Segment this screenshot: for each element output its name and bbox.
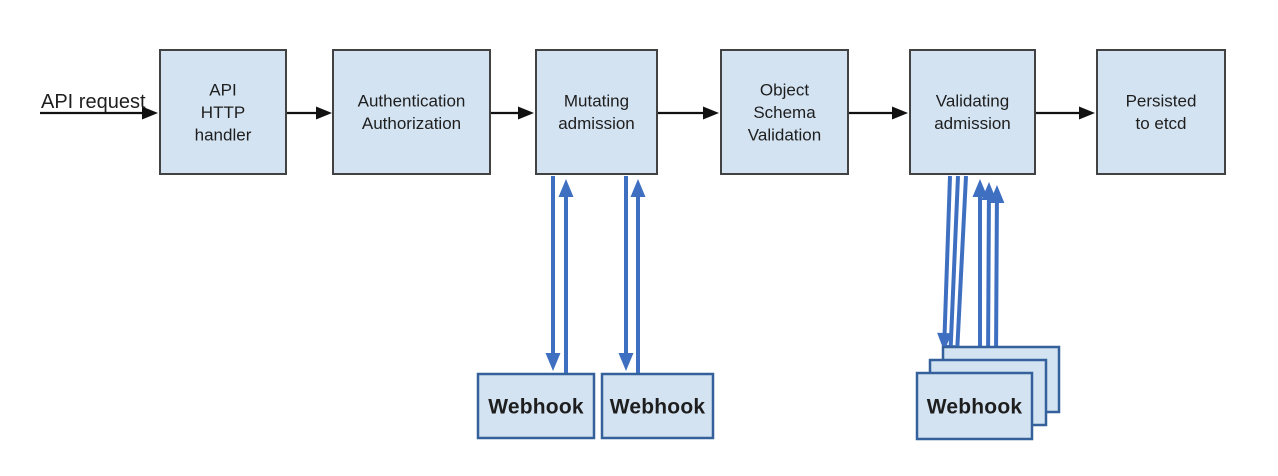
node-api-http-handler-label: handler xyxy=(195,125,252,144)
node-api-http-handler-label: HTTP xyxy=(201,103,245,122)
api-request-label: API request xyxy=(41,91,146,113)
arrow-mutating-webhook1-down xyxy=(545,176,561,371)
arrow-auth-to-mutating xyxy=(490,106,534,120)
arrow-validating-up-1 xyxy=(972,179,988,372)
node-validating-admission-label: admission xyxy=(934,114,1011,133)
arrow-mutating-webhook2-up xyxy=(630,179,646,374)
node-api-http-handler-label: API xyxy=(209,80,236,99)
node-object-schema-label: Validation xyxy=(748,125,821,144)
node-validating-webhook-front: Webhook xyxy=(915,371,1034,441)
arrow-mutating-webhook2-down xyxy=(618,176,634,371)
node-validating-admission: Validating admission xyxy=(909,49,1036,175)
node-mutating-admission-label: admission xyxy=(558,114,635,133)
node-mutating-webhook-1-label: Webhook xyxy=(488,395,584,418)
node-object-schema-label: Schema xyxy=(753,103,816,122)
node-persisted-etcd: Persisted to etcd xyxy=(1096,49,1226,175)
arrow-validating-down-1 xyxy=(937,175,953,351)
node-validating-admission-label: Validating xyxy=(936,92,1009,111)
node-mutating-webhook-2-label: Webhook xyxy=(610,395,706,418)
node-api-http-handler: API HTTP handler xyxy=(159,49,287,175)
arrow-handler-to-auth xyxy=(286,106,332,120)
arrow-validating-up-3 xyxy=(989,185,1005,361)
node-validating-webhook-front-label: Webhook xyxy=(927,395,1023,418)
arrow-mutating-to-schema xyxy=(657,106,719,120)
node-persisted-etcd-label: Persisted xyxy=(1126,92,1197,111)
node-persisted-etcd-label: to etcd xyxy=(1135,114,1186,133)
arrow-api-request xyxy=(40,106,158,120)
arrow-schema-to-validating xyxy=(848,106,908,120)
arrow-mutating-webhook1-up xyxy=(558,179,574,374)
node-mutating-webhook-2: Webhook xyxy=(600,372,715,440)
node-mutating-admission-label: Mutating xyxy=(564,92,629,111)
node-authentication-label: Authorization xyxy=(362,114,461,133)
node-mutating-admission: Mutating admission xyxy=(535,49,658,175)
arrow-validating-to-etcd xyxy=(1035,106,1095,120)
node-authentication-label: Authentication xyxy=(358,92,466,111)
node-mutating-webhook-1: Webhook xyxy=(476,372,596,440)
node-object-schema-label: Object xyxy=(760,80,809,99)
